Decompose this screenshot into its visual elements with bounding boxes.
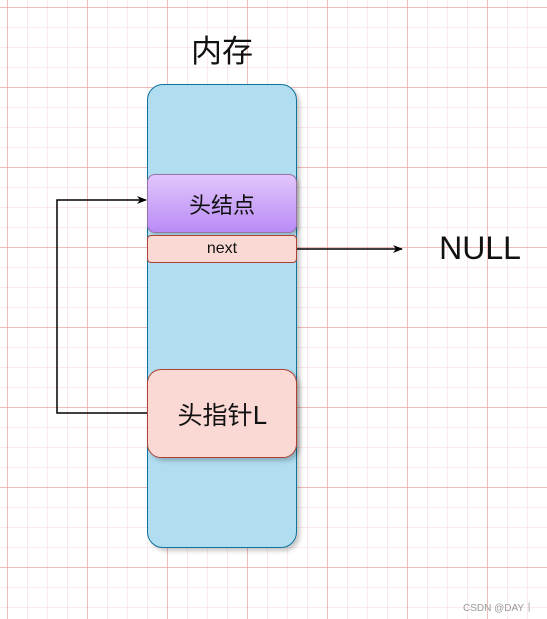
next-field: next	[147, 235, 297, 263]
head-pointer: 头指针L	[147, 369, 297, 458]
head-node: 头结点	[147, 174, 297, 233]
null-label: NULL	[439, 230, 521, 266]
head-pointer-to-head-node-arrow	[56, 196, 147, 414]
memory-title: 内存	[191, 34, 253, 70]
memory-block	[147, 84, 297, 548]
watermark: CSDN @DAY丨	[463, 603, 535, 614]
